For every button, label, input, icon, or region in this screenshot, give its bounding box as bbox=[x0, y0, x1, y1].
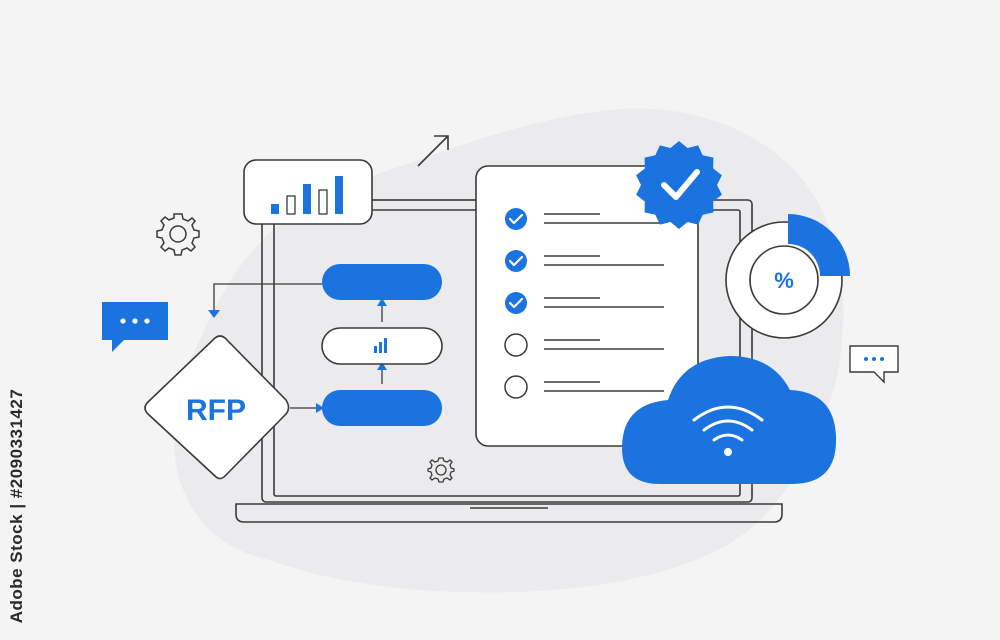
unchecked-icon bbox=[504, 375, 528, 399]
checklist-document bbox=[475, 165, 699, 447]
process-pill bbox=[322, 264, 442, 300]
process-flow bbox=[321, 264, 443, 426]
gear-icon bbox=[427, 457, 455, 483]
percent-label: % bbox=[774, 268, 794, 293]
rfp-label: RFP bbox=[186, 394, 246, 427]
bar-chart-bar bbox=[318, 189, 328, 215]
unchecked-icon bbox=[504, 333, 528, 357]
verified-badge-icon bbox=[636, 141, 722, 229]
rfp-diamond: RFP bbox=[144, 335, 290, 480]
diagonal-arrow-icon bbox=[417, 135, 449, 167]
gear-icon bbox=[156, 213, 200, 256]
chat-bubble-icon bbox=[849, 345, 899, 384]
checklist-item bbox=[505, 250, 664, 272]
checked-icon bbox=[505, 208, 527, 230]
checklist-item bbox=[504, 375, 664, 399]
checked-icon bbox=[505, 292, 527, 314]
stock-id-label: Adobe Stock | #2090331427 bbox=[4, 386, 30, 626]
checklist-item bbox=[504, 333, 664, 357]
donut-chart-icon: % bbox=[725, 214, 850, 339]
process-pill bbox=[322, 390, 442, 426]
bar-chart-bar bbox=[271, 204, 279, 214]
bar-chart-bar bbox=[286, 195, 296, 215]
cloud-wifi-icon bbox=[622, 356, 837, 484]
checklist-item bbox=[505, 292, 664, 314]
checklist-item bbox=[505, 208, 664, 230]
bar-chart-icon bbox=[374, 338, 387, 353]
stock-id-text: Adobe Stock | #2090331427 bbox=[7, 388, 26, 624]
bar-chart-bar bbox=[303, 184, 311, 214]
checked-icon bbox=[505, 250, 527, 272]
chat-bubble-icon bbox=[102, 302, 168, 352]
bar-chart-bar bbox=[335, 176, 343, 214]
bar-chart-card bbox=[243, 159, 373, 225]
